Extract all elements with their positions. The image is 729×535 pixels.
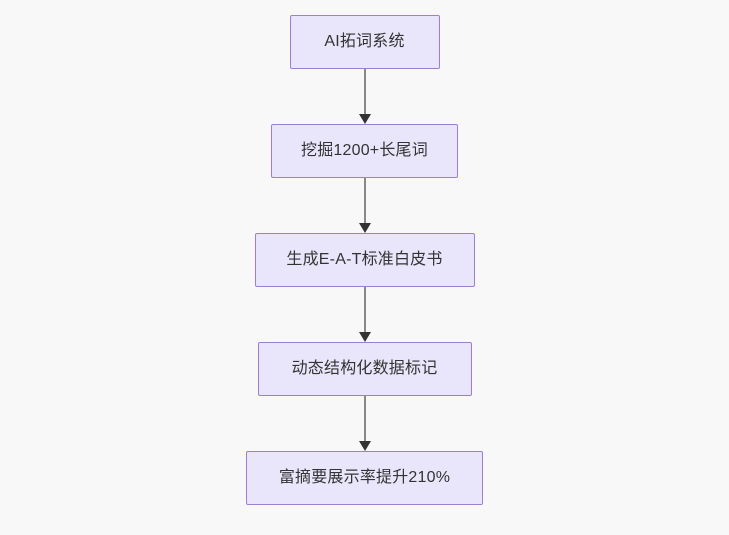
edge-line <box>363 287 366 333</box>
arrow-down-icon <box>358 441 371 451</box>
flow-node-mine-longtail-keywords[interactable]: 挖掘1200+长尾词 <box>271 124 458 178</box>
edge-line <box>363 69 366 115</box>
flow-edge-n0-n1 <box>358 69 372 124</box>
flow-node-dynamic-structured-data-markup[interactable]: 动态结构化数据标记 <box>257 342 472 396</box>
flow-node-rich-snippet-impression-lift[interactable]: 富摘要展示率提升210% <box>246 451 483 505</box>
flow-node-label: 挖掘1200+长尾词 <box>301 142 428 159</box>
flow-edge-n2-n3 <box>358 287 372 342</box>
flow-node-label: AI拓词系统 <box>324 33 405 50</box>
edge-line <box>363 178 366 224</box>
flow-node-label: 生成E-A-T标准白皮书 <box>286 251 443 268</box>
flow-node-label: 富摘要展示率提升210% <box>278 469 451 486</box>
arrow-down-icon <box>358 114 371 124</box>
arrow-down-icon <box>358 332 371 342</box>
flow-node-label: 动态结构化数据标记 <box>291 360 438 377</box>
flow-edge-n1-n2 <box>358 178 372 233</box>
flow-node-ai-keyword-system[interactable]: AI拓词系统 <box>289 15 440 69</box>
arrow-down-icon <box>358 223 371 233</box>
edge-line <box>363 396 366 442</box>
flow-node-generate-eat-whitepaper[interactable]: 生成E-A-T标准白皮书 <box>254 233 475 287</box>
flow-edge-n3-n4 <box>358 396 372 451</box>
